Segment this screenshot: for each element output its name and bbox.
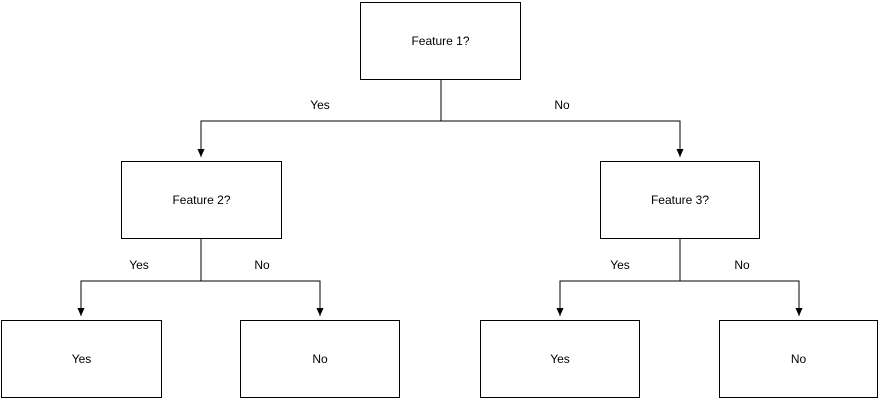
node-leaf-left-no: No xyxy=(240,320,400,398)
node-leaf-right-yes: Yes xyxy=(480,320,640,398)
edge-label-feature1-no: No xyxy=(552,98,572,112)
node-feature-2: Feature 2? xyxy=(121,161,282,239)
edge-label-feature3-no: No xyxy=(732,258,752,272)
edge-feature3-yes xyxy=(556,239,681,316)
edge-label-feature2-yes: Yes xyxy=(127,258,151,272)
node-feature-1-label: Feature 1? xyxy=(411,33,470,48)
node-leaf-right-no-label: No xyxy=(790,351,807,366)
node-feature-1: Feature 1? xyxy=(360,2,521,80)
edge-feature1-yes xyxy=(197,80,442,157)
node-leaf-right-yes-label: Yes xyxy=(550,351,570,366)
edge-feature2-yes xyxy=(77,239,202,316)
edge-label-feature3-yes: Yes xyxy=(608,258,632,272)
edge-feature2-no xyxy=(200,239,324,316)
node-feature-3: Feature 3? xyxy=(600,161,760,239)
edge-label-feature1-yes: Yes xyxy=(308,98,332,112)
node-leaf-left-yes: Yes xyxy=(1,320,162,398)
node-feature-2-label: Feature 2? xyxy=(172,192,231,207)
node-leaf-left-yes-label: Yes xyxy=(71,351,92,366)
node-leaf-left-no-label: No xyxy=(312,351,328,366)
edge-feature1-no xyxy=(440,80,684,157)
edge-feature3-no xyxy=(679,239,803,316)
node-feature-3-label: Feature 3? xyxy=(650,192,710,207)
edge-label-feature2-no: No xyxy=(252,258,272,272)
node-leaf-right-no: No xyxy=(719,320,878,398)
